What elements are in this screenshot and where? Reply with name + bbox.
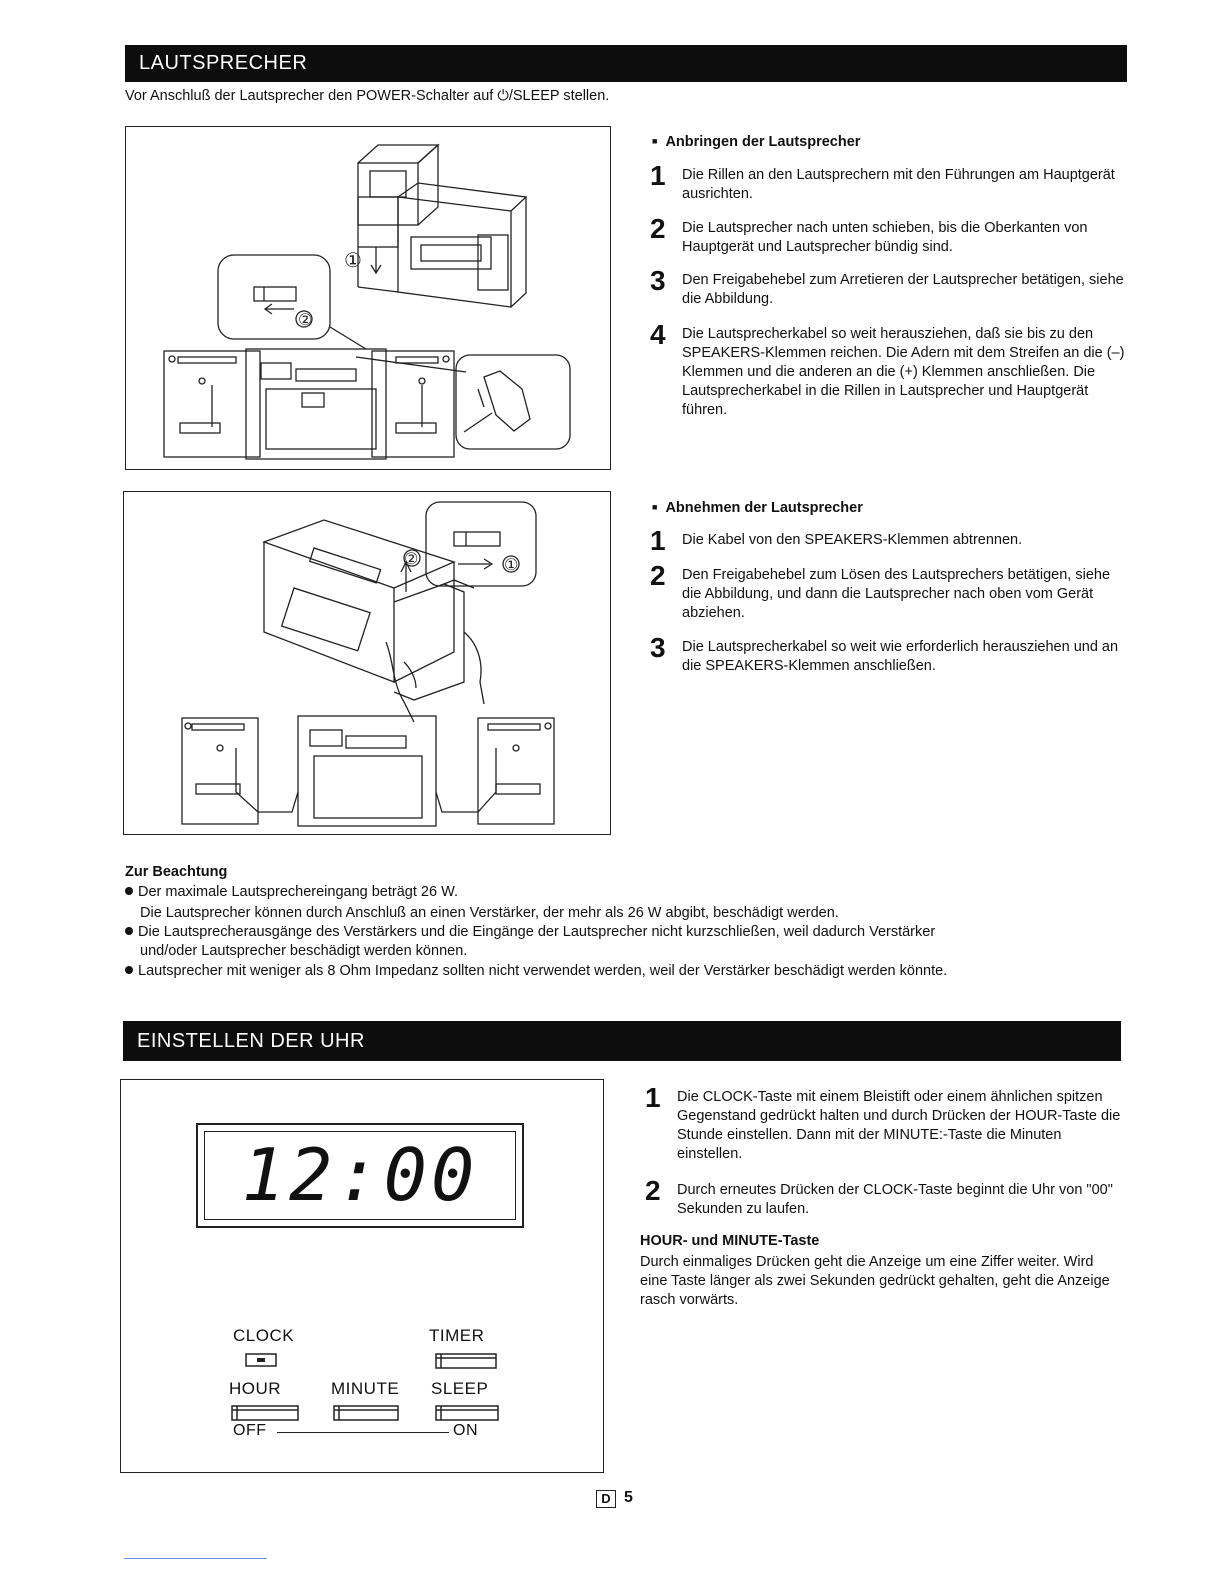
detach-step-1: 1 Die Kabel von den SPEAKERS-Klemmen abt… (650, 525, 1023, 556)
page-lang-badge: D (596, 1490, 616, 1508)
timer-button-icon[interactable] (435, 1352, 499, 1372)
clock-display: 12:00 (196, 1123, 524, 1228)
note-bullet-2: Die Lautsprecherausgänge des Verstärkers… (125, 923, 935, 942)
clock-step-1: 1 Die CLOCK-Taste mit einem Bleistift od… (645, 1082, 1121, 1163)
attach-illustration: ① ② (163, 143, 571, 460)
attach-step-1: 1 Die Rillen an den Lautsprechern mit de… (650, 160, 1115, 203)
attach-step-3: 3 Den Freigabehebel zum Arretieren der L… (650, 265, 1124, 308)
figure-attach-speakers: ① ② (125, 126, 611, 470)
bullet-icon (125, 966, 133, 974)
footer-rule (124, 1558, 267, 1559)
attach-heading: Anbringen der Lautsprecher (652, 134, 860, 150)
marker-one: ① (344, 248, 362, 272)
hour-minute-text: Durch einmaliges Drücken geht die Anzeig… (640, 1254, 1110, 1308)
label-clock: CLOCK (233, 1326, 295, 1345)
detach-step-2: 2 Den Freigabehebel zum Lösen des Lautsp… (650, 560, 1111, 622)
off-on-line (277, 1432, 449, 1433)
marker-two: ② (298, 310, 312, 329)
label-off: OFF (233, 1422, 267, 1439)
bullet-icon (125, 887, 133, 895)
figure-clock-panel: 12:00 CLOCK TIMER HOUR MINUTE SLEEP OFF … (120, 1079, 604, 1473)
hour-button-icon[interactable] (231, 1404, 301, 1424)
notes-heading: Zur Beachtung (125, 864, 228, 880)
figure-detach-speakers: ② ① (123, 491, 611, 835)
label-sleep: SLEEP (431, 1379, 489, 1398)
intro-text: Vor Anschluß der Lautsprecher den POWER-… (125, 88, 610, 104)
label-timer: TIMER (429, 1326, 485, 1345)
marker-two-detach: ② (404, 549, 418, 568)
clock-step-2: 2 Durch erneutes Drücken der CLOCK-Taste… (645, 1175, 1113, 1218)
note-bullet-1-cont: Die Lautsprecher können durch Anschluß a… (140, 905, 839, 921)
minute-button-icon[interactable] (333, 1404, 403, 1424)
detach-step-3: 3 Die Lautsprecherkabel so weit wie erfo… (650, 632, 1119, 675)
attach-step-4: 4 Die Lautsprecherkabel so weit herauszi… (650, 319, 1125, 419)
label-minute: MINUTE (331, 1379, 400, 1398)
note-bullet-1: Der maximale Lautsprechereingang beträgt… (125, 883, 458, 902)
hour-minute-heading: HOUR- und MINUTE-Taste (640, 1233, 820, 1249)
detach-heading: Abnehmen der Lautsprecher (652, 500, 862, 516)
attach-step-2: 2 Die Lautsprecher nach unten schieben, … (650, 213, 1088, 256)
clock-display-digits: 12:00 (241, 1133, 479, 1217)
sleep-button-icon[interactable] (435, 1404, 505, 1424)
section-title-uhr: EINSTELLEN DER UHR (123, 1021, 1121, 1061)
bullet-icon (125, 927, 133, 935)
detach-illustration: ② ① (181, 501, 555, 827)
label-hour: HOUR (229, 1379, 282, 1398)
label-on: ON (453, 1422, 478, 1439)
section-title-lautsprecher: LAUTSPRECHER (125, 45, 1127, 82)
note-bullet-2-cont: und/oder Lautsprecher beschädigt werden … (140, 943, 468, 959)
note-bullet-3: Lautsprecher mit weniger als 8 Ohm Imped… (125, 962, 947, 981)
marker-one-detach: ① (504, 555, 518, 574)
clock-button-icon[interactable] (245, 1352, 279, 1370)
page-number: 5 (624, 1489, 633, 1506)
